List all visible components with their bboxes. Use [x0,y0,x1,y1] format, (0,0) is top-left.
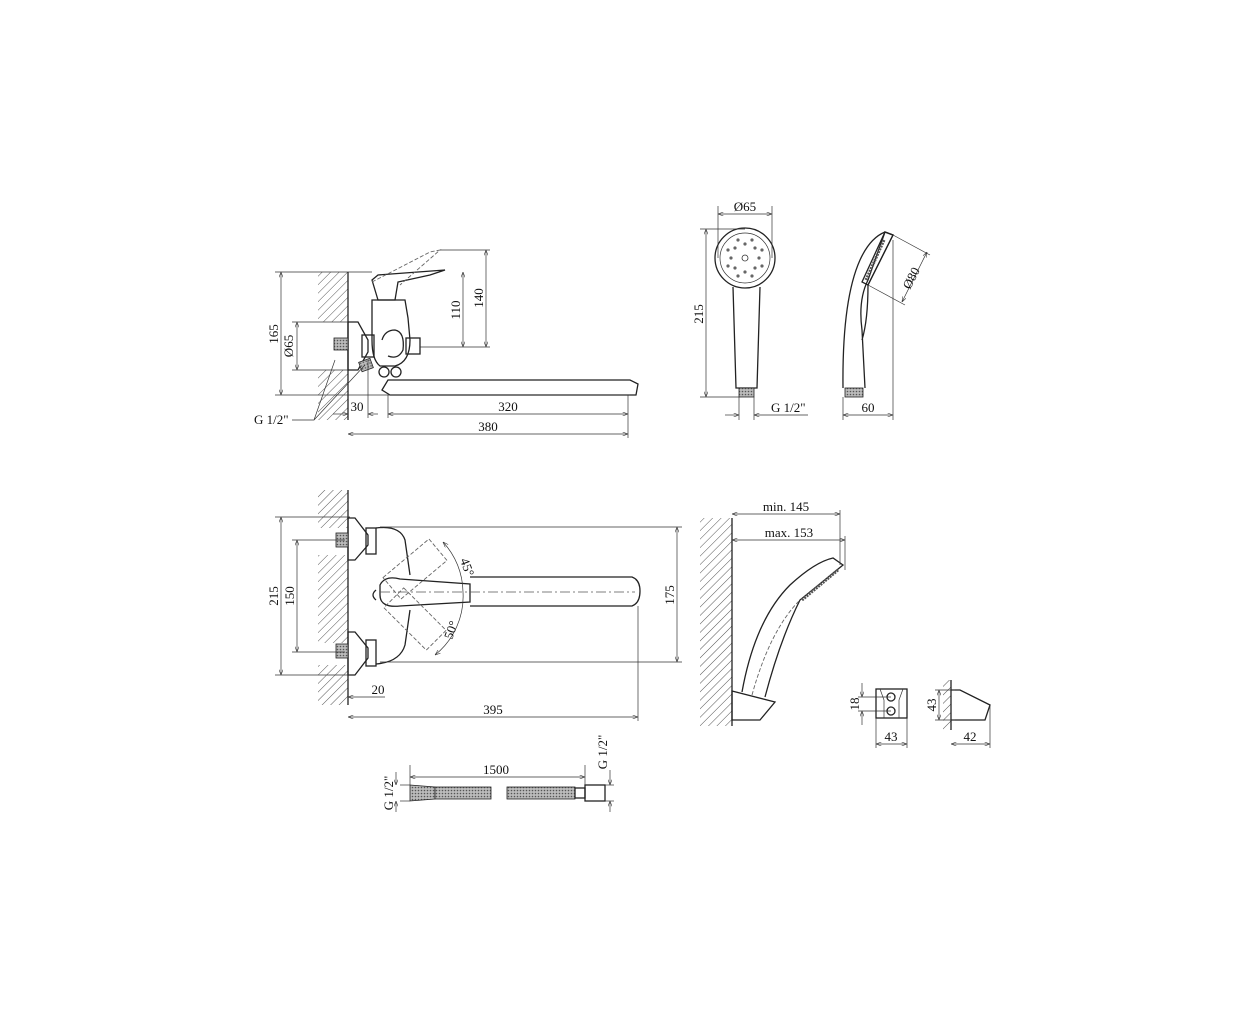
installed-shower-view: min. 145 max. 153 [700,499,846,726]
dim-max-153: max. 153 [765,525,813,540]
dim-20: 20 [372,682,385,697]
wall-hatch [318,272,348,322]
dim-60: 60 [862,400,875,415]
thread-label: G 1/2" [254,412,289,427]
shower-holder-side: 43 42 [924,680,991,748]
faucet-side-view: 165 Ø65 110 140 30 320 380 G 1/2" [254,249,639,438]
dim-42: 42 [964,729,977,744]
spout-top [470,576,641,607]
dim-380: 380 [478,419,498,434]
dim-140: 140 [471,288,486,308]
dim-min-145: min. 145 [763,499,809,514]
hand-shower-side: Ø80 60 [842,231,931,420]
lever-handle [371,269,446,301]
dim-shower-215: 215 [691,304,706,324]
dim-175: 175 [662,585,677,605]
dim-holder-width-43: 43 [885,729,898,744]
spout [381,379,639,396]
angle-50: 50° [441,619,461,641]
dim-165: 165 [266,324,281,344]
dim-hose-1500: 1500 [483,762,509,777]
dim-110: 110 [448,300,463,319]
shower-thread-label: G 1/2" [771,400,806,415]
hose-thread-left: G 1/2" [381,776,396,811]
faucet-body [371,299,411,367]
dim-holder-height-43: 43 [924,699,939,712]
faucet-top-view: 45° 50° 215 150 175 20 395 [266,490,682,721]
faucet-body-top [375,526,411,665]
dim-215: 215 [266,586,281,606]
dim-30: 30 [351,399,364,414]
shower-holder-front: 18 43 [847,683,908,748]
angle-45: 45° [457,556,477,578]
hand-shower-front: Ø65 215 G 1/2" [691,199,808,420]
wall-holder [731,690,777,721]
lever-top [379,577,471,607]
shower-hose: G 1/2" 1500 G 1/2" [381,735,614,812]
dim-320: 320 [498,399,518,414]
dim-18: 18 [847,698,862,711]
dim-395: 395 [483,702,503,717]
dim-150: 150 [282,586,297,606]
hose-thread-right: G 1/2" [595,735,610,770]
dim-head-diameter-65: Ø65 [734,199,756,214]
dim-head-80: Ø80 [899,265,923,292]
dim-diameter-65: Ø65 [281,335,296,357]
